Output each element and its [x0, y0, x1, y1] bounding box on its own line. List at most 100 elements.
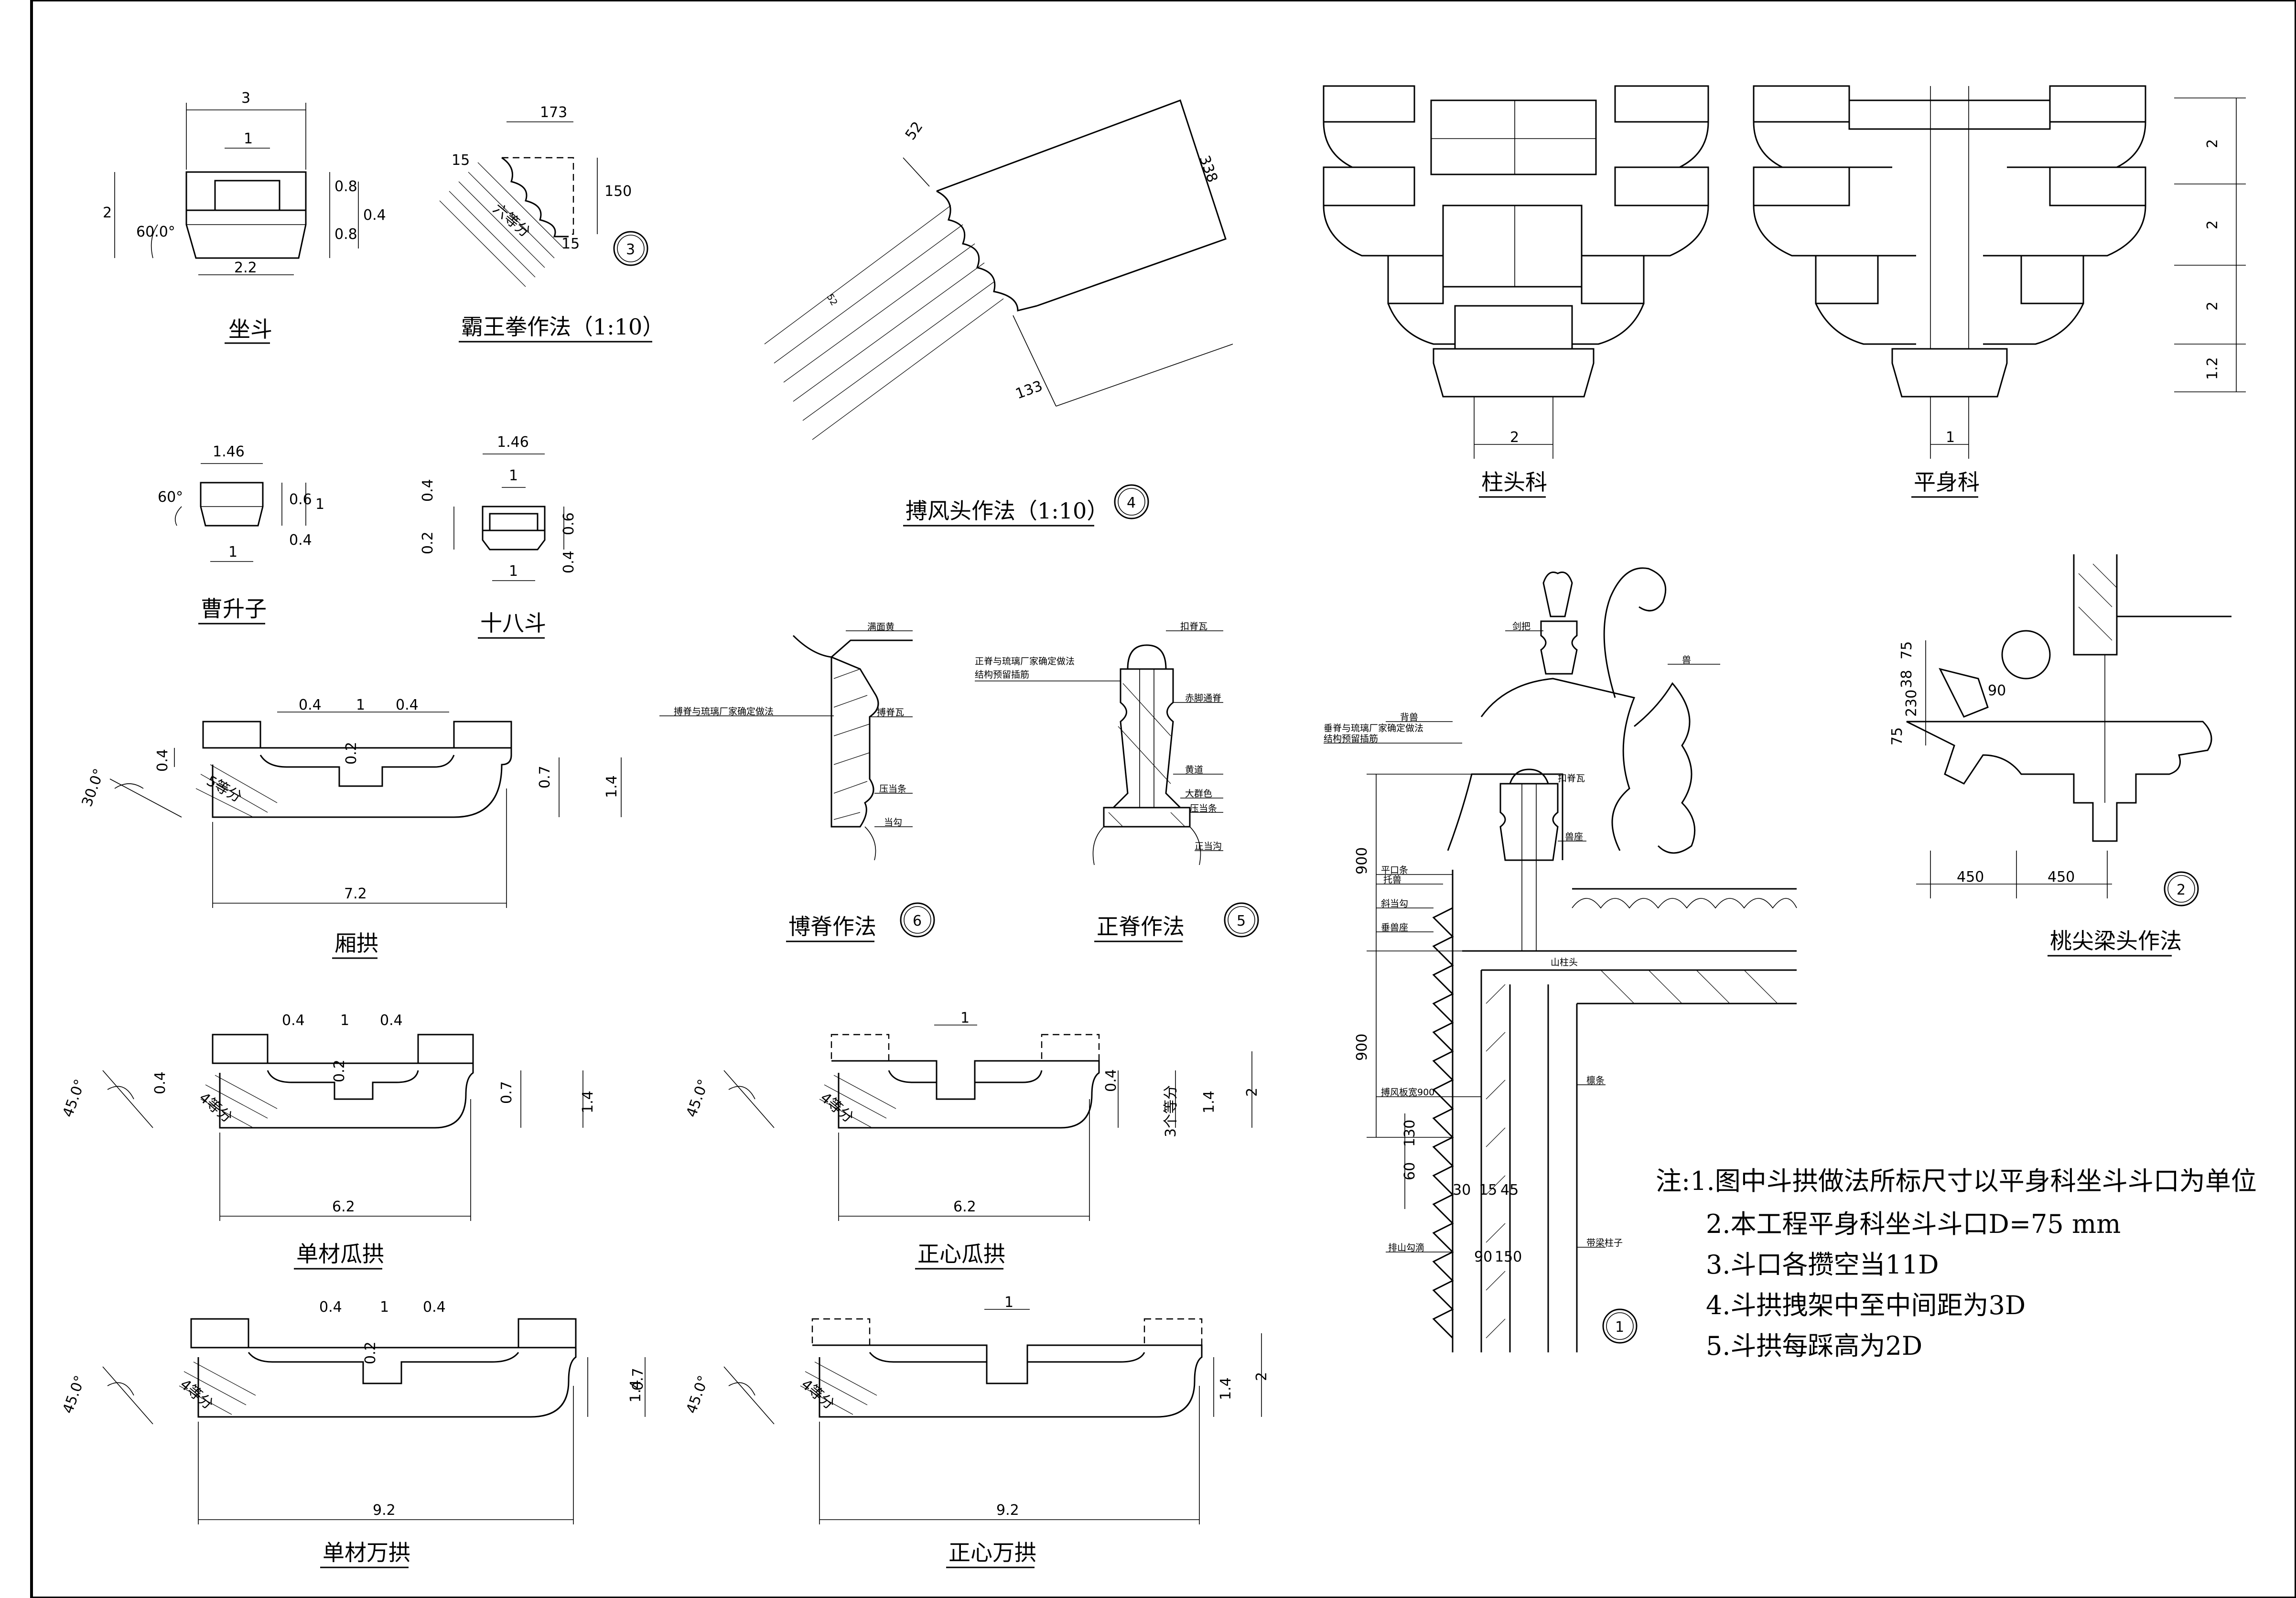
ps-title: 平身科: [1914, 469, 1980, 495]
sec-label-koujiwa: 扣脊瓦: [1558, 773, 1585, 784]
circle-5: [1224, 902, 1259, 938]
detail-bawangquan: 173 15 150 15 六等分 3 霸王拳作法（1:10）: [439, 104, 664, 343]
circle-1-label: 1: [1615, 1319, 1624, 1336]
dw-dim-d: 0.2: [362, 1341, 379, 1364]
dg-dim-d: 0.2: [331, 1059, 348, 1082]
note-3: 3.斗口各攒空当11D: [1706, 1250, 1939, 1280]
zg-dim-ang: 45.0°: [683, 1077, 712, 1120]
bw-dim-a: 15: [452, 152, 470, 169]
zw-div: 4等分: [798, 1376, 838, 1413]
zg-div2: 3个等分: [1163, 1085, 1179, 1137]
sb-dim-top: 1.46: [497, 434, 529, 451]
circle-4-label: 4: [1127, 495, 1136, 511]
cs-title: 曹升子: [201, 596, 267, 622]
dg-dim-e: 0.4: [152, 1071, 169, 1094]
sec-dim-e: 30: [1453, 1182, 1471, 1198]
dg-title: 单材瓜拱: [296, 1241, 384, 1267]
circle-1: [1602, 1308, 1638, 1344]
dg-dim-f: 0.7: [498, 1081, 515, 1104]
sec-label-xie: 排山勾滴: [1388, 1242, 1424, 1253]
sec-dim-f: 15: [1479, 1182, 1497, 1198]
sec-label-zhenglan: 托兽: [1383, 875, 1401, 885]
zg-dim-w: 6.2: [953, 1198, 976, 1215]
note-2: 2.本工程平身科坐斗斗口D=75 mm: [1706, 1209, 2121, 1239]
sheet-frame: [30, 0, 2296, 1598]
detail-dancaiwangong: 0.4 1 0.4 0.2 0.7 1.4 45.0° 4等分 9.2 单材万拱: [60, 1299, 647, 1568]
zj-title: 正脊作法: [1097, 914, 1185, 939]
tj-dim-g: 450: [2048, 869, 2075, 885]
xg-dim-a: 0.4: [299, 697, 322, 713]
tj-dim-b: 38: [1898, 670, 1915, 688]
dw-dim-e: 0.7: [630, 1368, 647, 1391]
sb-dim-d: 0.4: [561, 551, 577, 573]
circle-6: [900, 902, 935, 938]
bj-label-left: 搏脊与琉璃厂家确定做法: [674, 706, 774, 717]
rhythm-dims: 2 2 2 1.2: [2174, 97, 2246, 392]
dw-dim-w: 9.2: [373, 1502, 396, 1519]
rt-dim-a: 2: [2204, 139, 2221, 148]
tj-dim-a: 75: [1898, 641, 1915, 659]
dg-dim-ang: 45.0°: [60, 1077, 89, 1120]
dw-dim-c: 0.4: [423, 1299, 446, 1316]
tj-dim-f: 450: [1957, 869, 1984, 885]
dw-dim-ang: 45.0°: [60, 1373, 89, 1416]
bj-label-c: 当勾: [884, 817, 902, 828]
cs-dim-a: 0.6: [289, 491, 312, 508]
zg-dim-a: 1: [960, 1010, 970, 1026]
sec-dim-b: 900: [1354, 1034, 1370, 1061]
zw-dim-ang: 45.0°: [683, 1373, 712, 1416]
circle-6-label: 6: [913, 913, 922, 929]
sec-label-shoutou: 兽座: [1565, 831, 1583, 842]
bw-dim-h: 150: [604, 183, 632, 200]
circle-4: [1114, 484, 1149, 519]
sec-label-shan: 山柱头: [1551, 957, 1578, 968]
zw-dim-b: 1.4: [1218, 1377, 1234, 1400]
circle-2-label: 2: [2177, 882, 2186, 898]
dw-div: 4等分: [177, 1376, 216, 1413]
xg-dim-f: 0.7: [537, 766, 553, 788]
sb-title: 十八斗: [480, 610, 546, 636]
zj-label-left2: 结构预留插筋: [975, 669, 1029, 680]
dw-dim-a: 0.4: [319, 1299, 342, 1316]
detail-zhutouke: 2 柱头科: [1323, 85, 1709, 498]
dg-dim-g: 1.4: [580, 1091, 596, 1113]
detail-pingshenke: 1 平身科: [1753, 85, 2146, 498]
bw-dim-w: 173: [540, 104, 567, 121]
bf-title: 搏风头作法（1:10）: [905, 498, 1109, 524]
note-5: 5.斗拱每踩高为2D: [1706, 1331, 1922, 1361]
zd-dim-h: 2: [103, 205, 112, 221]
detail-shibadou: 1.46 1 0.4 0.2 0.6 0.4 1 十八斗: [420, 434, 577, 639]
xg-dim-g: 1.4: [604, 775, 620, 798]
bw-title: 霸王拳作法（1:10）: [461, 314, 664, 340]
detail-zhengxinguagong: 1 0.4 1.4 2 45.0° 4等分 3个等分 6.2 正心瓜拱: [683, 1010, 1261, 1270]
detail-zhengxinwangong: 1 1.4 2 45.0° 4等分 9.2 正心万拱: [683, 1294, 1270, 1568]
detail-bofengtou: 52 338 133 52 4 搏风头作法（1:10）: [764, 99, 1233, 527]
bf-dim-52: 52: [825, 292, 840, 308]
circle-3-label: 3: [626, 241, 635, 258]
sec-dim-c: 130: [1401, 1120, 1418, 1147]
zg-dim-b: 0.4: [1103, 1069, 1120, 1092]
cs-dim-bot: 1: [228, 544, 237, 561]
sec-dim-a: 900: [1354, 847, 1370, 875]
detail-taojianliangtou: 75 38 230 75 90 450 450 2 桃尖梁头作法: [1889, 554, 2231, 957]
dg-dim-c: 0.4: [380, 1012, 403, 1029]
tj-title: 桃尖梁头作法: [2050, 928, 2182, 954]
bj-label-b: 压当条: [879, 784, 906, 794]
tj-dim-e: 90: [1988, 682, 2006, 699]
zd-dim-b: 0.8: [334, 226, 357, 243]
detail-section-1: 900 900 130 60 30 15 45 90 150 剑把 兽 背兽 垂…: [1324, 567, 1797, 1352]
dg-dim-b: 1: [340, 1012, 349, 1029]
rt-dim-b: 2: [2204, 220, 2221, 229]
xg-dim-d: 0.2: [343, 742, 360, 765]
zj-label-b: 黄道: [1185, 765, 1203, 775]
zw-dim-w: 9.2: [996, 1502, 1019, 1519]
circle-5-label: 5: [1237, 913, 1246, 929]
sec-label-jian: 剑把: [1512, 621, 1531, 632]
detail-caoshengzi: 1.46 60° 0.6 1 0.4 1 曹升子: [158, 443, 324, 625]
zj-label-left1: 正脊与琉璃厂家确定做法: [975, 656, 1075, 667]
xg-div: 5等分: [204, 773, 245, 806]
cs-dim-b: 1: [315, 496, 324, 513]
zw-title: 正心万拱: [949, 1540, 1036, 1566]
dg-dim-w: 6.2: [332, 1198, 355, 1215]
sec-label-left2: 结构预留插筋: [1324, 734, 1378, 744]
